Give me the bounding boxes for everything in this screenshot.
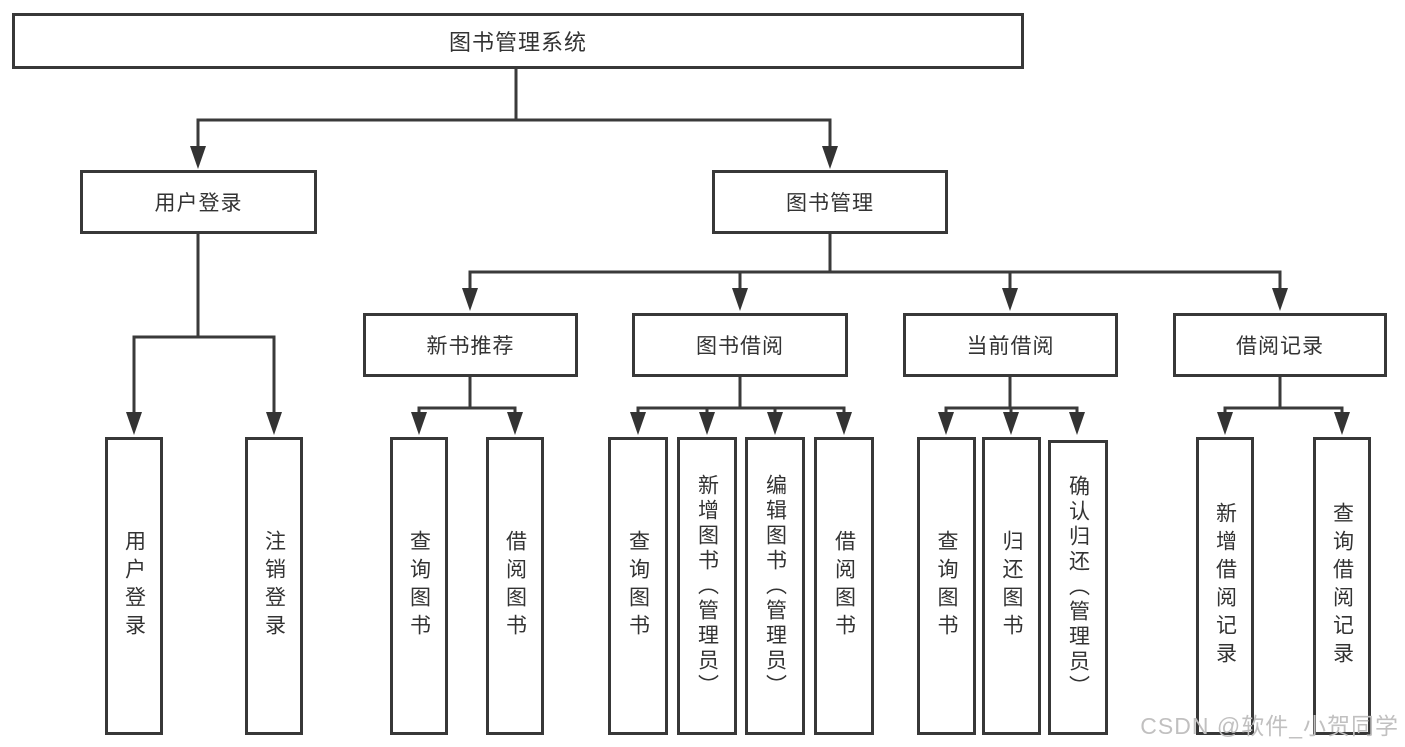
arrowheads	[126, 146, 1350, 435]
leaf-label: 查询图书	[935, 530, 958, 642]
leaf-user-login: 用户登录	[105, 437, 163, 735]
leaf-label: 查询图书	[407, 530, 431, 642]
node-label: 借阅记录	[1236, 335, 1324, 358]
node-user-login: 用户登录	[80, 170, 317, 234]
node-label: 新书推荐	[426, 335, 515, 358]
node-label: 图书管理	[786, 192, 874, 215]
node-new-book-recommendation: 新书推荐	[363, 313, 578, 377]
leaf-add-book-admin: 新增图书（管理员）	[677, 437, 737, 735]
leaf-query-borrow-record: 查询借阅记录	[1313, 437, 1371, 735]
node-label: 图书借阅	[696, 335, 784, 358]
node-current-borrowing: 当前借阅	[903, 313, 1118, 377]
leaf-label: 编辑图书（管理员）	[763, 473, 787, 699]
node-label: 图书管理系统	[448, 30, 587, 55]
leaf-return-book: 归还图书	[982, 437, 1041, 735]
leaf-label: 用户登录	[122, 530, 146, 642]
leaf-borrow-book: 借阅图书	[814, 437, 874, 735]
node-book-borrowing: 图书借阅	[632, 313, 848, 377]
node-label: 当前借阅	[966, 335, 1055, 358]
leaf-label: 确认归还（管理员）	[1066, 475, 1090, 700]
leaf-edit-book-admin: 编辑图书（管理员）	[745, 437, 805, 735]
leaf-label: 借阅图书	[503, 530, 527, 642]
leaf-query-books-borrow: 查询图书	[608, 437, 668, 735]
node-borrowing-records: 借阅记录	[1173, 313, 1387, 377]
leaf-label: 注销登录	[262, 530, 286, 642]
node-library-management-system: 图书管理系统	[12, 13, 1024, 69]
leaf-label: 借阅图书	[832, 530, 856, 642]
leaf-label: 查询借阅记录	[1330, 502, 1354, 670]
leaf-label: 归还图书	[1000, 530, 1023, 642]
leaf-logout: 注销登录	[245, 437, 303, 735]
leaf-label: 新增借阅记录	[1213, 502, 1237, 670]
leaf-label: 查询图书	[626, 530, 650, 642]
node-label: 用户登录	[154, 192, 243, 215]
leaf-confirm-return-admin: 确认归还（管理员）	[1048, 440, 1108, 735]
leaf-borrow-books-recommend: 借阅图书	[486, 437, 544, 735]
leaf-label: 新增图书（管理员）	[695, 473, 719, 699]
node-book-management: 图书管理	[712, 170, 948, 234]
csdn-watermark: CSDN @软件_小贺同学	[1140, 713, 1399, 739]
leaf-query-books-recommend: 查询图书	[390, 437, 448, 735]
leaf-query-books-current: 查询图书	[917, 437, 976, 735]
leaf-add-borrow-record: 新增借阅记录	[1196, 437, 1254, 735]
